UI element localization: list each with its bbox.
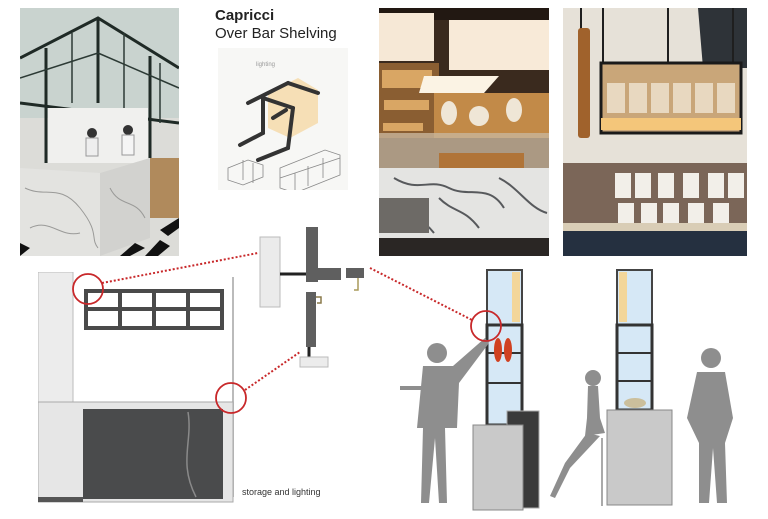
detail-section (258, 222, 368, 370)
elevation-drawing (38, 272, 246, 504)
title-subheading: Over Bar Shelving (215, 25, 337, 42)
callout-circle-top (72, 273, 104, 305)
callout-circle-shelf (470, 310, 502, 342)
sketch-note: lighting (256, 62, 275, 68)
side-elevation (395, 268, 745, 513)
photo-kitchen (20, 8, 179, 256)
title-heading: Capricci (215, 7, 275, 24)
photo-coffee (563, 8, 747, 256)
page-title: Capricci Over Bar Shelving (215, 7, 337, 43)
photo-bakery (379, 8, 549, 256)
callout-circle-bottom (215, 382, 247, 414)
caption-storage: storage and lighting (242, 487, 321, 497)
sketch-shelf: lighting (218, 48, 348, 190)
